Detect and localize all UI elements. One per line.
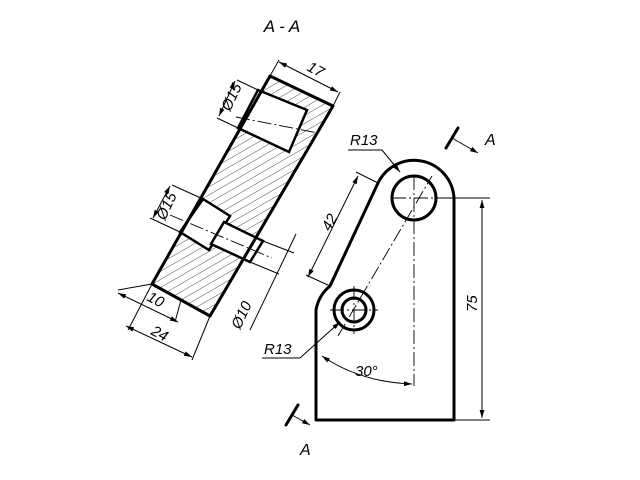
dim-radius-top: R13 <box>350 132 378 149</box>
dim-radius-bottom: R13 <box>264 341 292 358</box>
section-title: A - A <box>263 17 301 36</box>
section-axis-top <box>235 116 319 134</box>
main-view: A A 42 R13 R13 75 30° <box>262 126 496 459</box>
dim-17: 17 <box>304 59 327 82</box>
dim-42: 42 <box>319 211 342 234</box>
top-bore <box>236 88 309 154</box>
section-view: 17 Ø15 Ø15 Ø10 10 24 <box>117 59 341 361</box>
bracket-outline <box>314 158 456 422</box>
cut-label-bottom: A <box>299 442 311 459</box>
dim-10: 10 <box>144 289 167 312</box>
cut-label-top: A <box>484 132 496 149</box>
dim-angle: 30° <box>355 363 378 380</box>
section-axis-mid <box>169 214 273 259</box>
dim-24: 24 <box>147 322 171 345</box>
dim-dia-mid: Ø15 <box>153 189 181 223</box>
dim-75: 75 <box>464 295 481 312</box>
